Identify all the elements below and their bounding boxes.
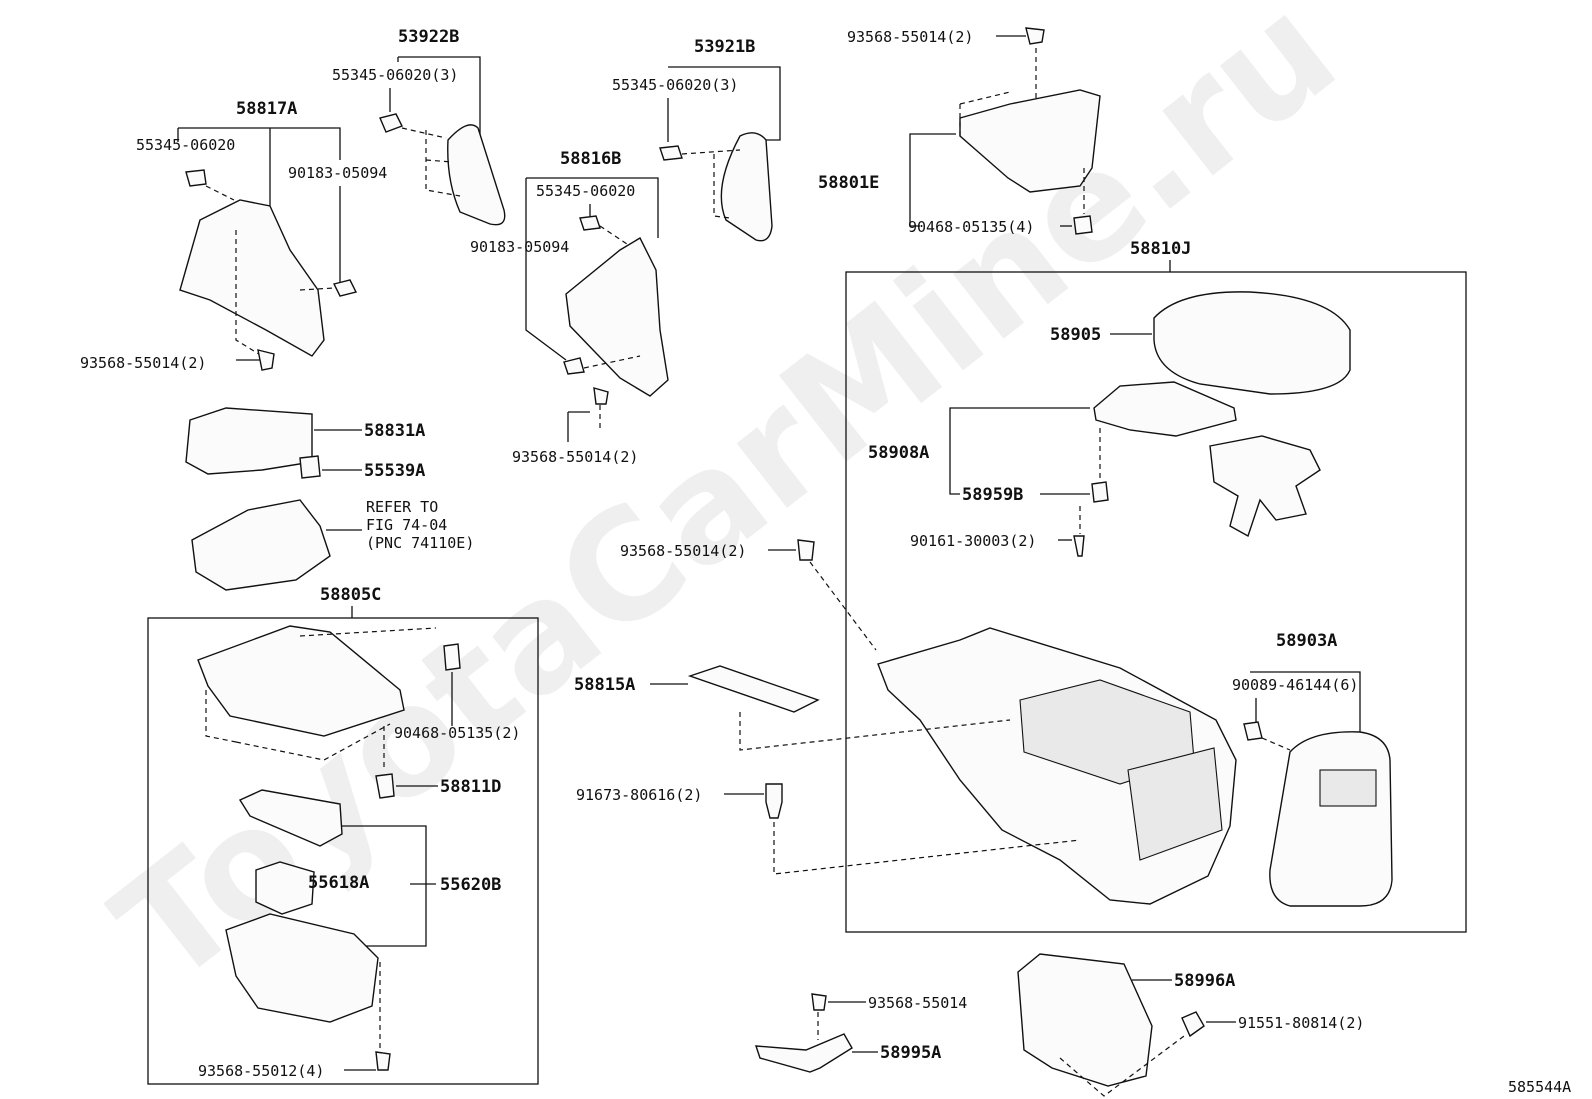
label-91551-80814-2[interactable]: 91551-80814(2): [1238, 1014, 1364, 1032]
group-58996a: 93568-55014 58995A 58996A 91551-80814(2): [755, 953, 1364, 1097]
label-58810j[interactable]: 58810J: [1130, 239, 1191, 259]
group-58805c: 58805C 90468-05135(2) 58811D 55618A 5562…: [147, 585, 539, 1085]
label-58996a[interactable]: 58996A: [1174, 971, 1235, 991]
part-58816b-panel[interactable]: [565, 237, 669, 397]
label-91673-80616-2[interactable]: 91673-80616(2): [576, 786, 702, 804]
label-58905[interactable]: 58905: [1050, 325, 1101, 345]
part-clip-90089[interactable]: [1243, 721, 1263, 741]
label-53921b[interactable]: 53921B: [694, 37, 755, 57]
part-nut-90468-b[interactable]: [443, 643, 461, 671]
label-55620b[interactable]: 55620B: [440, 875, 501, 895]
group-53922b: 53922B 55345-06020(3): [332, 27, 506, 226]
part-clip-58816b[interactable]: [579, 215, 601, 231]
group-58815a: 93568-55014(2) 58815A 91673-80616(2): [574, 539, 1081, 875]
rear-vent-grille: [1319, 769, 1377, 807]
part-screw-93568-e[interactable]: [811, 993, 827, 1011]
part-bolt-91673[interactable]: [765, 783, 783, 819]
refer-line-2: FIG 74-04: [366, 516, 447, 534]
part-nut-90468-a[interactable]: [1073, 215, 1093, 235]
part-58817a-panel[interactable]: [179, 199, 325, 357]
label-90161-30003-2[interactable]: 90161-30003(2): [910, 532, 1036, 550]
part-55539a-cover[interactable]: [299, 455, 321, 479]
part-screw-93568-d[interactable]: [797, 539, 815, 561]
part-58908a-latch[interactable]: [1209, 435, 1321, 538]
label-55345-06020-3-a[interactable]: 55345-06020(3): [332, 66, 458, 84]
label-93568-55014-2-a[interactable]: 93568-55014(2): [80, 354, 206, 372]
part-clip-53921b[interactable]: [659, 145, 683, 161]
label-58816b[interactable]: 58816B: [560, 149, 621, 169]
part-screw-90161[interactable]: [1073, 535, 1085, 557]
group-53921b: 53921B 55345-06020(3): [612, 37, 781, 242]
part-55618a-holder[interactable]: [255, 861, 315, 915]
part-58996a-box[interactable]: [1017, 953, 1153, 1087]
part-58815a-mat[interactable]: [687, 665, 820, 713]
part-cup-holder-tray[interactable]: [225, 913, 379, 1023]
assembly-box-58810j: [845, 271, 1467, 933]
part-58908a-hinge[interactable]: [1093, 381, 1237, 437]
label-55618a[interactable]: 55618A: [308, 873, 369, 893]
part-bolt-91551[interactable]: [1181, 1011, 1205, 1038]
group-58831a: 58831A 55539A REFER TO FIG 74-04 (PNC 74…: [185, 407, 474, 591]
label-58903a[interactable]: 58903A: [1276, 631, 1337, 651]
label-90089-46144-6[interactable]: 90089-46144(6): [1232, 676, 1358, 694]
group-58816b: 58816B 55345-06020 90183-05094 93568-550…: [470, 149, 669, 466]
refer-line-1: REFER TO: [366, 498, 438, 516]
label-55345-06020-b[interactable]: 55345-06020: [536, 182, 635, 200]
label-93568-55014-2-d[interactable]: 93568-55014(2): [620, 542, 746, 560]
label-93568-55014-2-b[interactable]: 93568-55014(2): [512, 448, 638, 466]
part-console-front-opening[interactable]: [1127, 747, 1223, 861]
label-93568-55014[interactable]: 93568-55014: [868, 994, 967, 1012]
label-90468-05135-4[interactable]: 90468-05135(4): [908, 218, 1034, 236]
label-55345-06020-a[interactable]: 55345-06020: [136, 136, 235, 154]
part-nut-90183-b[interactable]: [563, 357, 585, 375]
part-58959b-clip[interactable]: [1091, 481, 1109, 503]
part-nut-90183-a[interactable]: [332, 279, 358, 297]
part-screw-93568-c[interactable]: [1025, 27, 1045, 45]
part-58811d-clip[interactable]: [375, 773, 395, 799]
part-53921b-cover[interactable]: [720, 132, 773, 242]
label-58908a[interactable]: 58908A: [868, 443, 929, 463]
label-58801e[interactable]: 58801E: [818, 173, 879, 193]
part-58801e-bracket[interactable]: [959, 89, 1101, 193]
label-58995a[interactable]: 58995A: [880, 1043, 941, 1063]
label-55539a[interactable]: 55539A: [364, 461, 425, 481]
label-93568-55012-4[interactable]: 93568-55012(4): [198, 1062, 324, 1080]
label-58805c[interactable]: 58805C: [320, 585, 381, 605]
label-93568-55014-2-c[interactable]: 93568-55014(2): [847, 28, 973, 46]
label-58815a[interactable]: 58815A: [574, 675, 635, 695]
label-58817a[interactable]: 58817A: [236, 99, 297, 119]
part-58831a-switch-panel[interactable]: [185, 407, 313, 475]
part-screw-93568-a[interactable]: [257, 349, 275, 371]
part-58995a-bracket[interactable]: [755, 1033, 853, 1073]
label-90183-05094-b[interactable]: 90183-05094: [470, 238, 569, 256]
refer-line-3: (PNC 74110E): [366, 534, 474, 552]
figure-code: 585544A: [1508, 1078, 1571, 1096]
label-90183-05094-a[interactable]: 90183-05094: [288, 164, 387, 182]
part-clip-58817a[interactable]: [185, 169, 207, 187]
label-55345-06020-3-b[interactable]: 55345-06020(3): [612, 76, 738, 94]
part-58905-armrest-lid[interactable]: [1153, 291, 1351, 395]
group-58810j: 58810J 58905 58908A 58959B 90161-30003(2…: [845, 239, 1467, 933]
part-bezel-refer[interactable]: [191, 499, 331, 591]
label-53922b[interactable]: 53922B: [398, 27, 459, 47]
part-53922b-cover[interactable]: [447, 124, 506, 226]
group-58801e: 93568-55014(2) 58801E 90468-05135(4): [818, 27, 1101, 236]
part-58903a-rear-panel[interactable]: [1269, 731, 1393, 907]
label-58811d[interactable]: 58811D: [440, 777, 501, 797]
part-screw-93568-55012[interactable]: [375, 1051, 391, 1071]
label-90468-05135-2[interactable]: 90468-05135(2): [394, 724, 520, 742]
part-55620b-lid[interactable]: [238, 789, 343, 847]
part-clip-53922b[interactable]: [379, 113, 403, 133]
label-58959b[interactable]: 58959B: [962, 485, 1023, 505]
part-58805c-bezel[interactable]: [197, 625, 405, 737]
assembly-box-58805c: [147, 617, 539, 1085]
part-screw-93568-b[interactable]: [593, 387, 609, 405]
group-58817a: 58817A 55345-06020 90183-05094 93568-550…: [80, 99, 387, 372]
label-58831a[interactable]: 58831A: [364, 421, 425, 441]
